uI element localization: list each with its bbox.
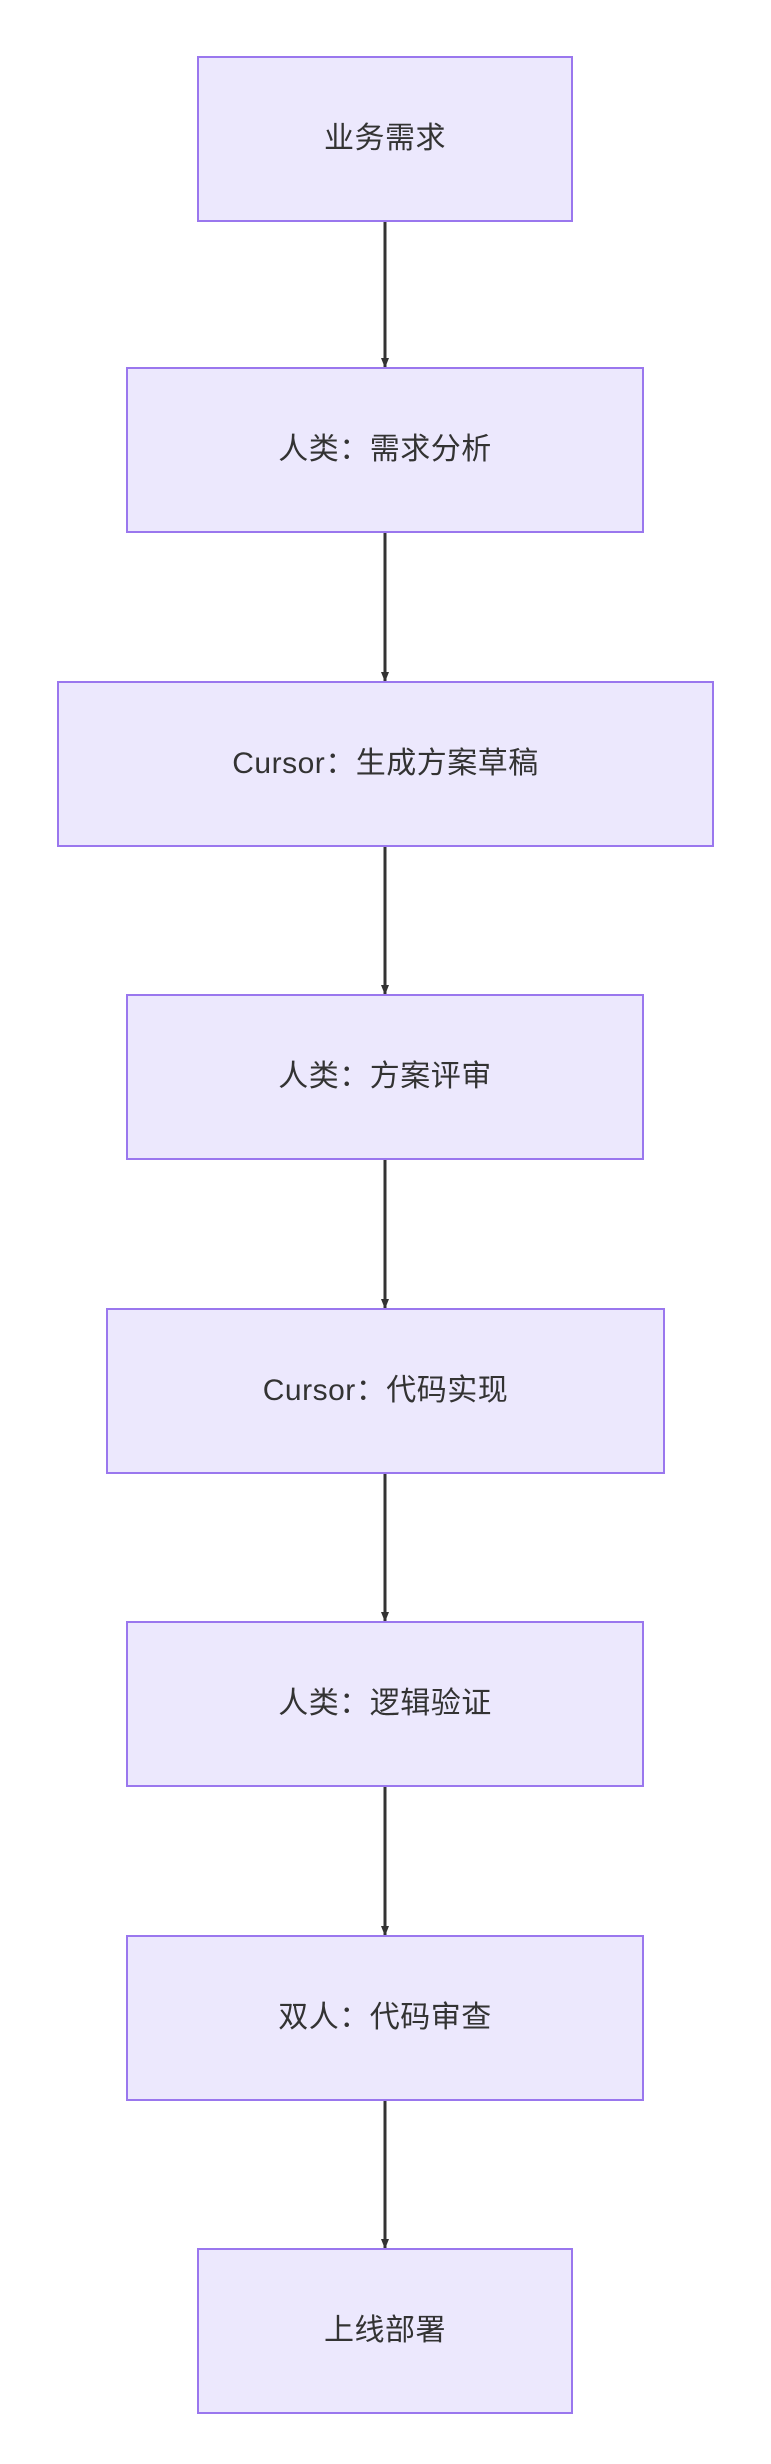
- flow-node-pair-code-review[interactable]: 双人：代码审查: [126, 1935, 644, 2101]
- flow-node-label: Cursor：生成方案草稿: [232, 747, 539, 780]
- flow-node-cursor-code-implementation[interactable]: Cursor：代码实现: [106, 1308, 665, 1474]
- flow-node-cursor-generate-draft[interactable]: Cursor：生成方案草稿: [57, 681, 714, 847]
- flow-node-label: 人类：逻辑验证: [278, 1687, 492, 1720]
- flow-node-label: 人类：方案评审: [278, 1060, 492, 1093]
- flow-node-label: 上线部署: [324, 2314, 446, 2347]
- flow-node-human-requirement-analysis[interactable]: 人类：需求分析: [126, 367, 644, 533]
- flow-node-human-logic-verification[interactable]: 人类：逻辑验证: [126, 1621, 644, 1787]
- flow-node-label: Cursor：代码实现: [262, 1374, 509, 1407]
- flow-node-label: 双人：代码审查: [278, 2001, 492, 2034]
- flow-node-business-requirement[interactable]: 业务需求: [197, 56, 573, 222]
- flow-node-label: 业务需求: [324, 122, 446, 155]
- flow-node-human-plan-review[interactable]: 人类：方案评审: [126, 994, 644, 1160]
- flow-node-deployment[interactable]: 上线部署: [197, 2248, 573, 2414]
- flow-node-label: 人类：需求分析: [278, 433, 492, 466]
